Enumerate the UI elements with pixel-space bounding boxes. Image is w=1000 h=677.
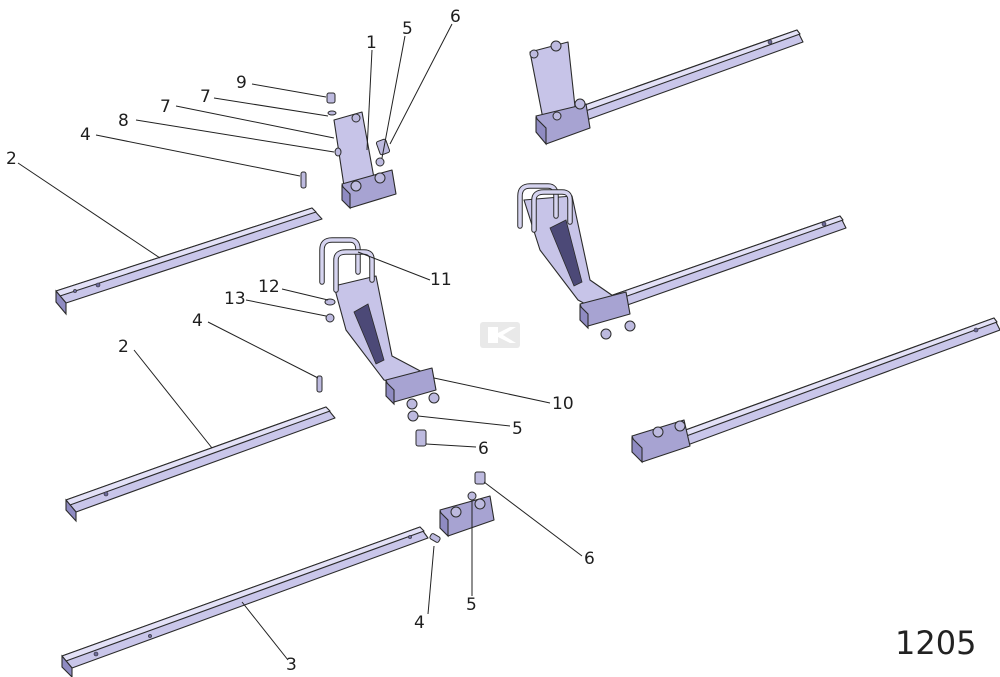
callout-2: 2	[118, 337, 129, 357]
pin-part-4-upper	[300, 171, 307, 189]
callout-6: 6	[450, 7, 461, 27]
pin-part-4-lower	[429, 533, 441, 543]
bracket-part-1	[333, 111, 397, 210]
callout-10: 10	[552, 394, 574, 414]
bolt-part-6-upper	[375, 138, 391, 156]
washer-part-12	[324, 298, 336, 306]
callout-11: 11	[430, 270, 452, 290]
nut-part-5-upper	[375, 157, 385, 167]
callout-13: 13	[224, 289, 246, 309]
washer-part-9	[326, 92, 336, 104]
callout-1: 1	[366, 33, 377, 53]
nut-part-5-lower	[467, 491, 477, 501]
callout-3: 3	[286, 655, 297, 675]
callout-4: 4	[192, 311, 203, 331]
callout-12: 12	[258, 277, 280, 297]
tube-part-2-upper	[55, 207, 323, 316]
tube-part-2-lower	[65, 406, 336, 523]
tube-part-3	[61, 526, 429, 677]
callout-6: 6	[584, 549, 595, 569]
nut-part-13	[325, 313, 335, 323]
pin-part-8	[334, 147, 342, 157]
pin-part-4-middle	[316, 375, 323, 393]
assembly-lower-right	[631, 317, 1000, 464]
watermark-logo	[480, 322, 520, 348]
callout-9: 9	[236, 73, 247, 93]
assembly-middle-right	[517, 183, 847, 340]
callout-5: 5	[466, 595, 477, 615]
callout-6: 6	[478, 439, 489, 459]
callout-4: 4	[414, 613, 425, 633]
nut-part-5-middle	[407, 410, 419, 422]
callout-5: 5	[402, 19, 413, 39]
callout-5: 5	[512, 419, 523, 439]
bolt-part-6-middle	[415, 429, 427, 447]
callout-4: 4	[80, 125, 91, 145]
washer-part-7	[327, 110, 337, 116]
clamp-block-lower	[439, 495, 495, 538]
callout-2: 2	[6, 149, 17, 169]
callout-8: 8	[118, 111, 129, 131]
bracket-part-10	[333, 275, 440, 410]
bolt-part-6-lower	[474, 471, 486, 485]
callout-labels: 1 5 6 9 7 7 8 4 2 11 12 13 4 2 10 5 6 6 …	[6, 7, 595, 675]
leader-lines	[17, 23, 583, 661]
figure-number: 1205	[895, 624, 976, 662]
assembly-top-right	[529, 29, 804, 146]
callout-7: 7	[160, 97, 171, 117]
callout-7: 7	[200, 87, 211, 107]
